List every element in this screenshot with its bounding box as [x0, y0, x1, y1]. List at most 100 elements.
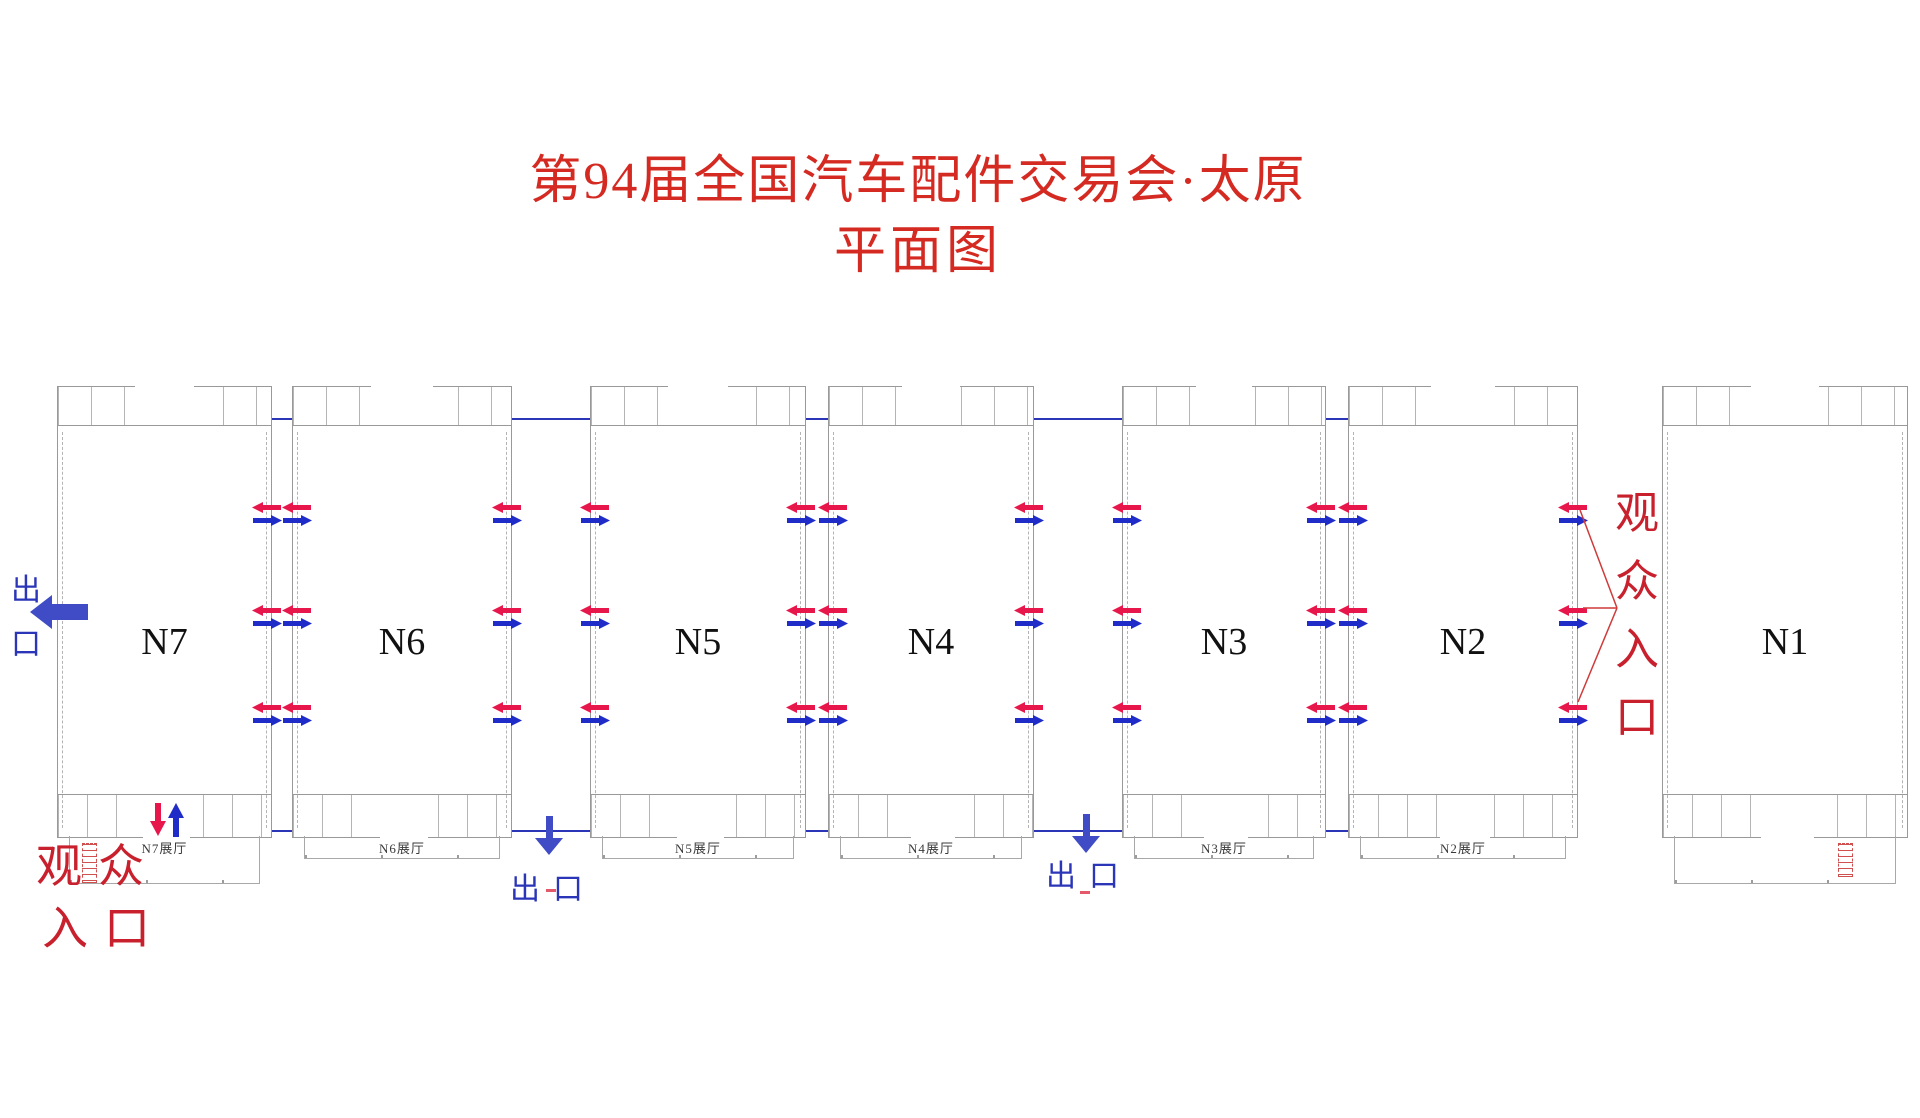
hall-n7: N7 N7展厅: [57, 386, 272, 884]
exit-label-n6-n5: 出口: [510, 873, 596, 906]
flow-arrow-left-icon: [1112, 702, 1142, 713]
hall-connector-line: [1034, 830, 1122, 832]
flow-arrow-left-icon: [786, 702, 816, 713]
hall-n2-floor: N2: [1348, 424, 1578, 836]
flow-arrow-right-icon: [492, 715, 522, 726]
hall-connector-line: [272, 418, 292, 420]
flow-arrow-left-icon: [1558, 702, 1588, 713]
flow-arrow-right-icon: [786, 715, 816, 726]
flow-arrow-right-icon: [580, 618, 610, 629]
hall-n6-top-rooms: [292, 386, 512, 426]
flow-arrow-right-icon: [1014, 515, 1044, 526]
hall-connector-line: [1034, 418, 1122, 420]
flow-arrow-left-icon: [580, 502, 610, 513]
flow-arrow-left-icon: [252, 605, 282, 616]
hall-n5-top-rooms: [590, 386, 806, 426]
hall-n4: N4 N4展厅: [828, 386, 1034, 884]
hall-n2-label: N2: [1439, 621, 1487, 663]
flow-arrow-right-icon: [1112, 715, 1142, 726]
flow-arrow-right-icon: [786, 618, 816, 629]
hall-n7-bottom-rooms: [57, 794, 272, 838]
hall-n3-bottom-rooms: [1122, 794, 1326, 838]
hall-connector-line: [512, 418, 590, 420]
flow-arrow-right-icon: [1338, 715, 1368, 726]
hall-n1-top-rooms: [1662, 386, 1908, 426]
flow-arrow-left-icon: [1338, 502, 1368, 513]
flow-arrow-right-icon: [252, 515, 282, 526]
flow-arrow-left-icon: [1014, 702, 1044, 713]
hall-n2-sublabel: N2展厅: [1440, 841, 1486, 856]
flow-arrow-right-icon: [282, 618, 312, 629]
hall-n1-bottom-rooms: [1662, 794, 1908, 838]
exit-left-label: 出口: [11, 574, 41, 661]
hall-n6-label: N6: [378, 621, 426, 663]
flow-arrow-right-icon: [1306, 715, 1336, 726]
hall-n3-floor: N3: [1122, 424, 1326, 836]
flow-arrow-left-icon: [1558, 502, 1588, 513]
flow-arrow-left-icon: [786, 605, 816, 616]
hall-n4-top-rooms: [828, 386, 1034, 426]
hall-n4-label: N4: [907, 621, 955, 663]
flow-arrow-left-icon: [1112, 502, 1142, 513]
flow-arrow-left-icon: [1112, 605, 1142, 616]
flow-arrow-right-icon: [1338, 618, 1368, 629]
hall-connector-line: [806, 418, 828, 420]
flow-arrow-right-icon: [1558, 515, 1588, 526]
exit-down-arrow-n6-n5-icon: [532, 816, 566, 856]
flow-arrow-left-icon: [818, 605, 848, 616]
hall-n5-sublabel: N5展厅: [675, 841, 721, 856]
hall-n2: N2 N2展厅: [1348, 386, 1578, 884]
hall-n3: N3 N3展厅: [1122, 386, 1326, 884]
hall-n3-label: N3: [1200, 621, 1248, 663]
hall-n5-apron: [602, 836, 794, 859]
flow-arrow-right-icon: [580, 715, 610, 726]
hall-n3-top-rooms: [1122, 386, 1326, 426]
flow-arrow-right-icon: [1306, 618, 1336, 629]
hall-n1: N1: [1662, 386, 1908, 884]
hall-n4-bottom-rooms: [828, 794, 1034, 838]
flow-arrow-right-icon: [1014, 618, 1044, 629]
hall-n1-apron: [1674, 836, 1896, 884]
hall-connector-line: [272, 830, 292, 832]
staircase-icon: [82, 843, 97, 883]
visitor-entrance-bottom-label-line2: 入口: [42, 903, 166, 954]
hall-n5-bottom-rooms: [590, 794, 806, 838]
visitor-entrance-right-label: 观众入口: [1615, 489, 1659, 742]
flow-arrow-right-icon: [818, 515, 848, 526]
exit-down-arrow-n4-n3-icon: [1069, 814, 1103, 854]
page-title: 第94届全国汽车配件交易会·太原 平面图: [0, 150, 1836, 284]
flow-arrow-right-icon: [1338, 515, 1368, 526]
hall-connector-line: [1326, 830, 1348, 832]
hall-n7-label: N7: [141, 621, 188, 663]
flow-arrow-right-icon: [252, 715, 282, 726]
flow-arrow-left-icon: [1014, 502, 1044, 513]
hall-n6-sublabel: N6展厅: [379, 841, 425, 856]
flow-arrow-right-icon: [818, 715, 848, 726]
hall-n2-bottom-rooms: [1348, 794, 1578, 838]
flow-arrow-right-icon: [492, 618, 522, 629]
flow-arrow-right-icon: [282, 715, 312, 726]
hall-n4-sublabel: N4展厅: [908, 841, 954, 856]
flow-arrow-left-icon: [252, 702, 282, 713]
hall-n2-top-rooms: [1348, 386, 1578, 426]
flow-arrow-right-icon: [1112, 515, 1142, 526]
hall-n4-apron: [840, 836, 1022, 859]
flow-arrow-left-icon: [580, 605, 610, 616]
flow-arrow-left-icon: [786, 502, 816, 513]
flow-arrow-right-icon: [1306, 515, 1336, 526]
page-title-line2: 平面图: [833, 223, 1002, 280]
flow-arrow-left-icon: [818, 702, 848, 713]
flow-arrow-left-icon: [492, 702, 522, 713]
red-tick-icon: [1080, 891, 1090, 894]
flow-arrow-left-icon: [1306, 605, 1336, 616]
flow-arrow-left-icon: [1338, 605, 1368, 616]
hall-n4-floor: N4: [828, 424, 1034, 836]
hall-n3-apron: [1134, 836, 1314, 859]
flow-arrow-left-icon: [1306, 502, 1336, 513]
visitor-entrance-bottom-label-line1: 观众: [36, 841, 160, 892]
flow-arrow-left-icon: [580, 702, 610, 713]
hall-n5: N5 N5展厅: [590, 386, 806, 884]
flow-arrow-left-icon: [492, 502, 522, 513]
hall-connector-line: [1326, 418, 1348, 420]
